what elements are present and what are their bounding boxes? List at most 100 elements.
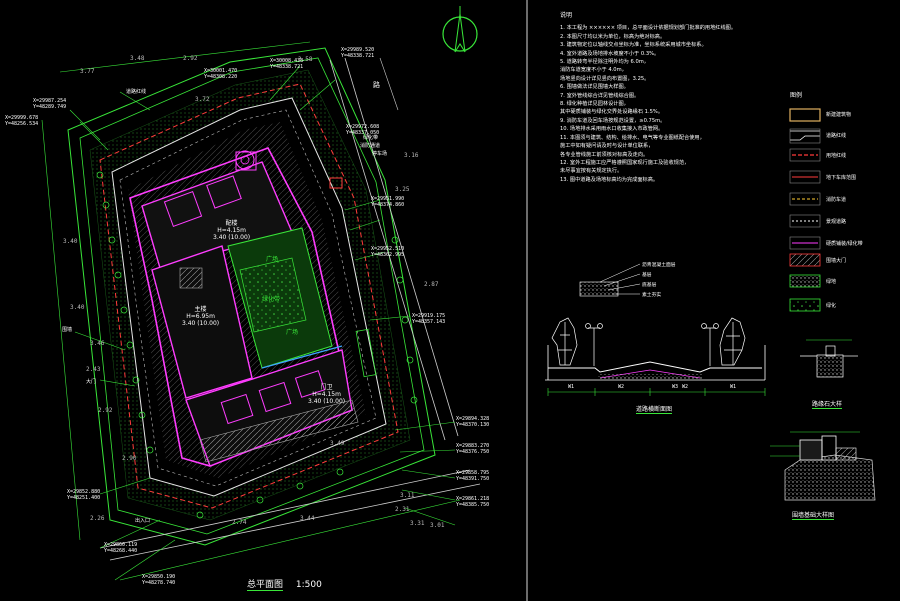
- north-arrow-icon: [442, 6, 478, 53]
- road-layer-label: 基层: [642, 273, 652, 278]
- site-plan: [41, 41, 481, 581]
- elevation-label: 3.40: [63, 238, 78, 245]
- note-line: 各专业管线施工前须核对标高及走向。: [560, 151, 649, 158]
- elevation-label: 2.31: [395, 506, 410, 513]
- road-section-title: 道路横断面图: [636, 406, 673, 414]
- note-line: 8. 绿化种植详见园林设计图，: [560, 101, 629, 108]
- legend-item: 用地红线: [826, 153, 847, 159]
- elevation-label: 2.92: [183, 55, 198, 62]
- elevation-label: 3.16: [404, 152, 419, 159]
- elevation-label: 3.49: [330, 440, 345, 447]
- road-layer-label: 底基层: [642, 283, 657, 288]
- fence-detail: [770, 431, 876, 501]
- plan-title: 总平面图 1:500: [247, 577, 322, 591]
- legend-item: 绿化: [826, 303, 837, 309]
- legend-item: 硬质铺装/绿化带: [826, 241, 863, 247]
- note-line: 6. 围墙做法详见围墙大样图。: [560, 84, 629, 91]
- legend-item: 道路红线: [826, 133, 847, 139]
- legend-item: 新建建筑物: [826, 112, 852, 118]
- elevation-label: 3.01: [430, 522, 445, 529]
- curb-detail-title: 路缘石大样: [812, 401, 843, 409]
- note-line: 11. 本图须与建筑、结构、给排水、电气等专业图纸配合使用，: [560, 134, 705, 141]
- plan-scale: 1:500: [295, 580, 322, 590]
- road-layer-label: 素土夯实: [642, 293, 662, 298]
- design-notes: 说明 1. 本工程为 ×××××× 项目，总平面设计依据规划部门批准的用地红线图…: [560, 12, 775, 184]
- elevation-label: 3.77: [80, 68, 95, 75]
- elevation-label: 3.40: [70, 304, 85, 311]
- legend-item: 围墙大门: [826, 258, 847, 264]
- note-line: 10. 场地排水采用雨水口收集接入市政管网。: [560, 126, 664, 133]
- elevation-label: 3.46: [90, 340, 105, 347]
- callout-label: 出入口: [135, 518, 151, 524]
- legend: 图例: [790, 90, 802, 99]
- elevation-label: 3.72: [195, 96, 210, 103]
- elevation-label: 2.26: [90, 515, 105, 522]
- elevation-label: 3.11: [400, 492, 415, 499]
- elevation-label: 2.90: [122, 455, 137, 462]
- legend-item: 景观道路: [826, 219, 847, 225]
- note-line: 场地竖向设计详见竖向布置图，3.25。: [560, 75, 650, 82]
- note-line: 9. 消防车道及回车场按规范设置，≥0.75m。: [560, 117, 666, 124]
- legend-item: 绿地: [826, 279, 837, 285]
- road-layer-label: 沥青混凝土面层: [642, 263, 676, 268]
- section-dim: W1: [568, 384, 575, 390]
- fence-detail-title: 围墙基础大样图: [792, 512, 835, 520]
- section-dim: W1: [730, 384, 737, 390]
- legend-item: 地下车库范围: [826, 175, 857, 181]
- note-line: 消防车道宽度不小于 4.0m，: [560, 67, 627, 74]
- green-label: 广场: [286, 329, 299, 336]
- section-dim: W2: [618, 384, 625, 390]
- section-dim: W3: [672, 384, 679, 390]
- legend-title: 图例: [790, 92, 803, 99]
- note-line: 7. 室外管线综合详见管线综合图。: [560, 92, 640, 99]
- elevation-label: 3.44: [300, 515, 315, 522]
- elevation-label: 3.25: [395, 186, 410, 193]
- note-line: 4. 室外道路及场地排水坡度不小于 0.3%。: [560, 50, 660, 57]
- elevation-label: 3.48: [130, 55, 145, 62]
- green-label: 广场: [266, 256, 279, 263]
- road-section: [545, 263, 766, 396]
- elevation-label: 2.43: [86, 366, 101, 373]
- elevation-label: 3.58: [298, 56, 313, 63]
- note-line: 施工中如有疑问请及时与设计单位联系，: [560, 143, 654, 150]
- green-label: 绿化带: [262, 296, 281, 303]
- street-label: 路: [373, 81, 380, 89]
- legend-symbols: [789, 108, 821, 312]
- callout-label: 大门: [86, 379, 97, 385]
- note-line: 未尽事宜按有关规定执行。: [560, 168, 623, 175]
- legend-item: 消防车道: [826, 197, 847, 203]
- callout-label: 消防通道: [360, 143, 381, 149]
- note-line: 其中硬质铺装与绿化交界处设路缘石 1.5%。: [560, 109, 664, 116]
- note-line: 12. 室外工程施工应严格遵照国家现行施工及验收规范，: [560, 159, 690, 166]
- curb-detail: [800, 339, 858, 378]
- callout-label: 绿化带: [363, 135, 379, 141]
- note-line: 13. 图中道路及场地标高均为完成面标高。: [560, 176, 659, 183]
- note-line: 3. 建筑物定位以轴线交点坐标为准，坐标系统采用城市坐标系。: [560, 42, 707, 49]
- elevation-label: 2.87: [424, 281, 439, 288]
- elevation-label: 2.92: [98, 407, 113, 414]
- callout-label: 停车场: [372, 151, 388, 157]
- note-line: 1. 本工程为 ×××××× 项目，总平面设计依据规划部门批准的用地红线图。: [560, 25, 737, 32]
- section-dim: W2: [682, 384, 689, 390]
- note-line: 2. 本图尺寸均以米为单位，标高为绝对标高。: [560, 33, 666, 40]
- notes-title: 说明: [560, 12, 573, 19]
- plan-title-text: 总平面图: [247, 580, 284, 591]
- elevation-label: 3.31: [410, 520, 425, 527]
